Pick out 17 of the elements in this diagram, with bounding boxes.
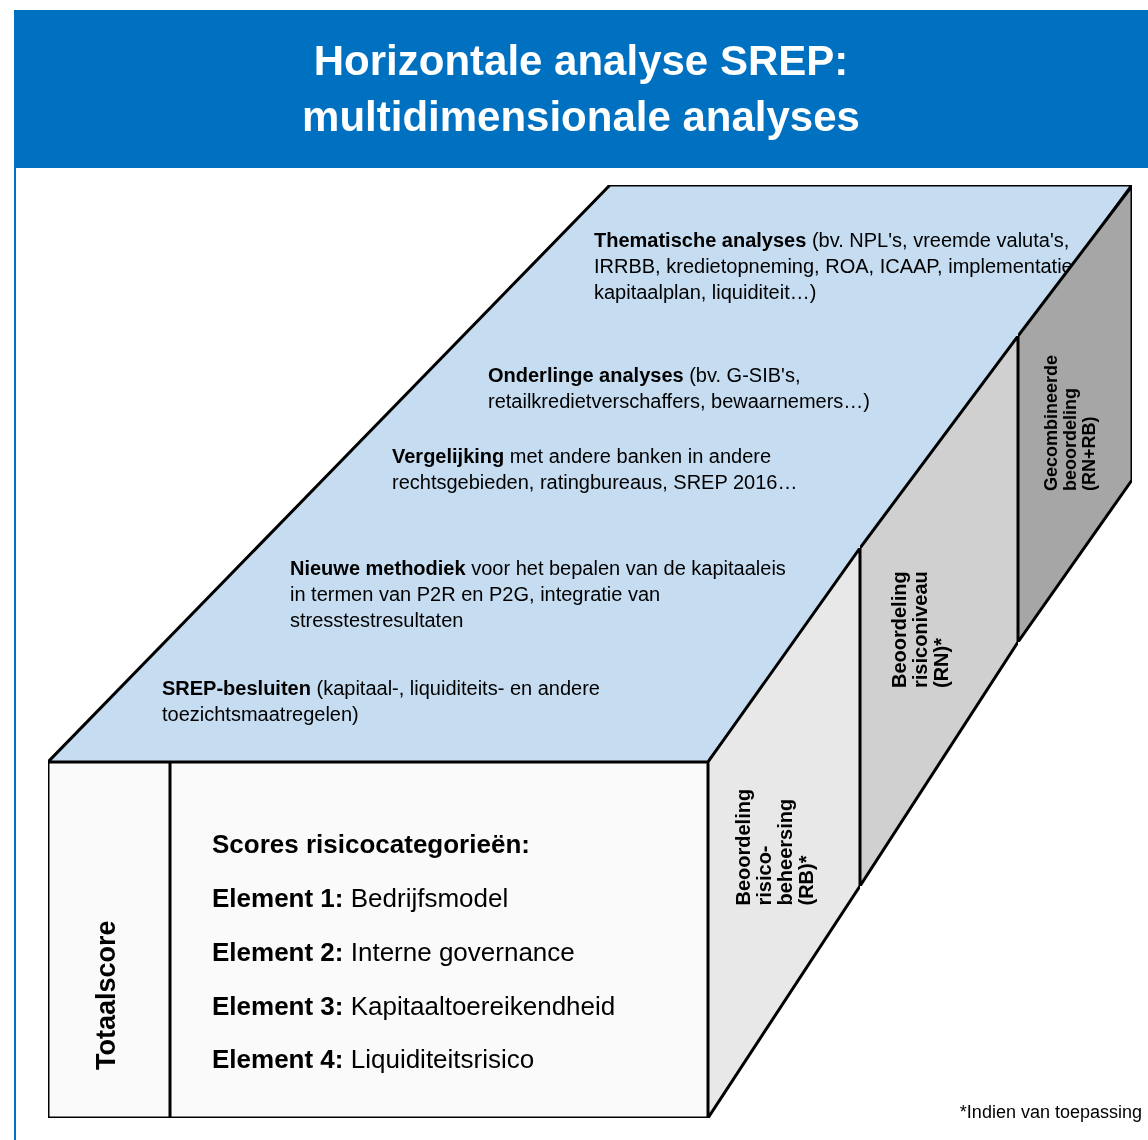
description-text: Element 2: Interne governance xyxy=(212,936,576,969)
vertical-label: Beoordeling risico- beheersing (RB)* xyxy=(733,787,817,906)
footnote: *Indien van toepassing xyxy=(959,1102,1142,1123)
description-text: Vergelijking met andere banken in andere rechtsgebieden, ratingbureaus, SREP 2016… xyxy=(392,444,799,495)
title: Horizontale analyse SREP: multidimensionale analyses xyxy=(301,36,861,142)
description-text: Onderlinge analyses (bv. G-SIB's, retailkredietverschaffers, bewaarnemers…) xyxy=(488,363,871,414)
description-text: Element 3: Kapitaaltoereikendheid xyxy=(212,990,617,1023)
description-text: Thematische analyses (bv. NPL's, vreemde valuta's, IRRBB, kredietopneming, ROA, ICAAP, implementatie kapitaalplan, liquiditeit…) xyxy=(594,228,1074,305)
vertical-label: Beoordeling risiconiveau (RN)* xyxy=(888,570,952,688)
description-text: SREP-besluiten (kapitaal-, liquiditeits- en andere toezichtsmaatregelen) xyxy=(162,676,601,727)
top-face xyxy=(48,185,1132,762)
description-text: Element 1: Bedrijfsmodel xyxy=(212,882,510,915)
vertical-label: Gecombineerde beoordeling (RN+RB) xyxy=(1041,353,1099,491)
heading: Scores risicocategorieën: xyxy=(212,828,531,861)
description-text: Element 4: Liquiditeitsrisico xyxy=(212,1043,536,1076)
description-text: Nieuwe methodiek voor het bepalen van de kapitaaleis in termen van P2R en P2G, integratie van stresstestresultaten xyxy=(290,556,787,633)
vertical-label: Totaalscore xyxy=(91,919,121,1070)
